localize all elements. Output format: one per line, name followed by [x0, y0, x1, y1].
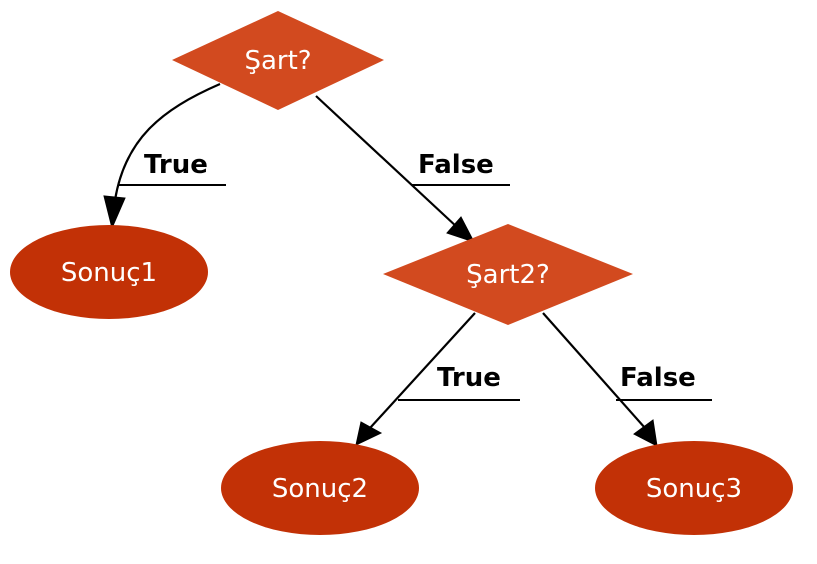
edge-label-false-2: False — [620, 363, 696, 393]
result-label-result1: Sonuç1 — [61, 258, 157, 288]
decision-node-condition1: Şart? — [172, 11, 384, 110]
edge-label-true-1: True — [144, 150, 208, 180]
decision-label-condition2: Şart2? — [466, 260, 550, 290]
decision-node-condition2: Şart2? — [383, 224, 633, 325]
edge-condition1-to-result1: True — [103, 82, 226, 230]
arrowhead — [103, 195, 126, 230]
result-node-result3: Sonuç3 — [595, 441, 793, 535]
result-label-result3: Sonuç3 — [646, 474, 742, 504]
result-node-result2: Sonuç2 — [221, 441, 419, 535]
arrowhead — [446, 216, 476, 243]
edge-condition1-to-condition2: False — [315, 95, 510, 243]
edge-condition2-to-result2: True — [355, 312, 520, 446]
result-label-result2: Sonuç2 — [272, 474, 368, 504]
decision-label-condition1: Şart? — [244, 46, 311, 76]
arrowhead — [633, 419, 658, 447]
edge-label-true-2: True — [437, 363, 501, 393]
edge-label-false-1: False — [418, 150, 494, 180]
arrowhead — [355, 421, 383, 446]
result-node-result1: Sonuç1 — [10, 225, 208, 319]
edge-condition2-to-result3: False — [542, 312, 712, 447]
